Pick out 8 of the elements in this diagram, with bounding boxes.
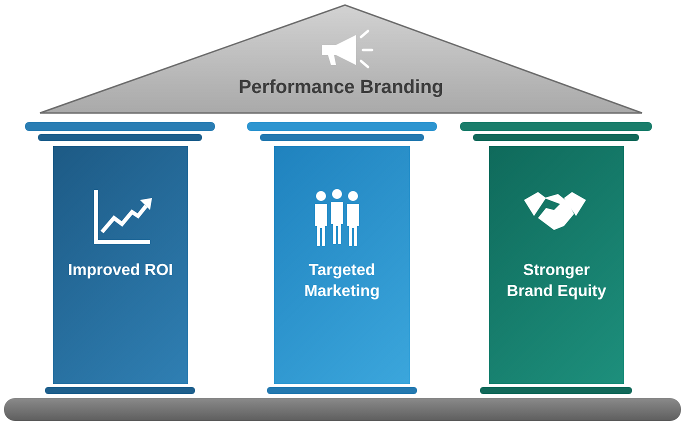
pillar-column: [53, 146, 188, 384]
roof-title: Performance Branding: [238, 77, 444, 99]
base-platform: [4, 398, 681, 421]
pillar-label: Targeted Marketing: [303, 261, 381, 302]
pillar-label: Improved ROI: [67, 261, 174, 281]
pillar-column: [489, 146, 624, 384]
pillar-column: [274, 146, 410, 384]
pillar-label: Stronger Brand Equity: [506, 261, 608, 302]
